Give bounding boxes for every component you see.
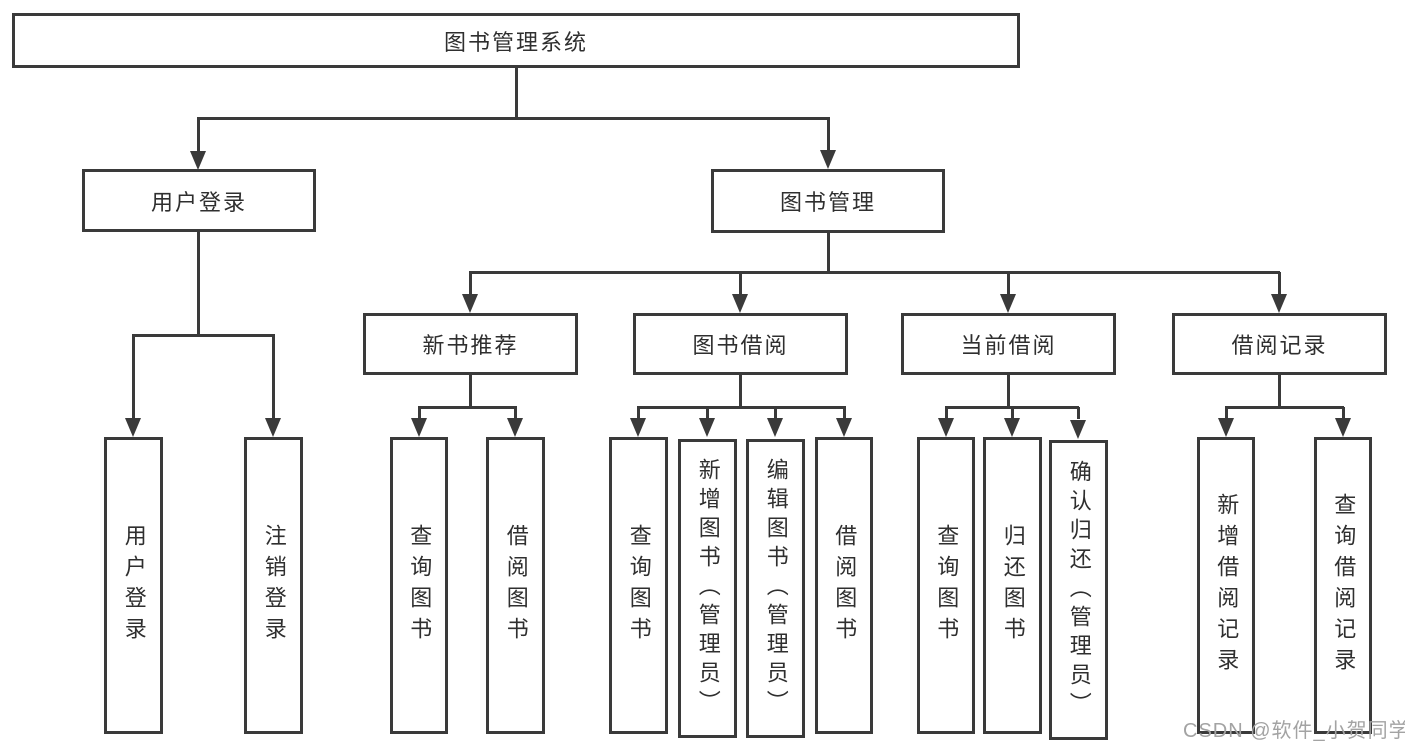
node-label: 图书管理系统 [443, 29, 588, 55]
node-add-books-admin: 新增图书（管理员） [678, 439, 737, 738]
connector-line [827, 233, 830, 272]
connector-line [1278, 375, 1281, 408]
node-book-borrowing: 图书借阅 [633, 313, 848, 375]
node-label: 查询图书 [626, 523, 652, 648]
node-logout: 注销登录 [244, 437, 303, 734]
connector-line [1011, 407, 1014, 419]
connector-line [272, 335, 275, 419]
node-label: 借阅记录 [1231, 333, 1328, 358]
node-label: 编辑图书（管理员） [763, 458, 789, 719]
connector-line [1007, 272, 1010, 295]
connector-line [132, 334, 275, 337]
connector-arrow [1000, 294, 1016, 313]
node-label: 用户登录 [150, 189, 247, 215]
connector-line [843, 407, 846, 419]
connector-line [197, 117, 830, 120]
connector-line [469, 375, 472, 408]
node-add-borrow-record: 新增借阅记录 [1197, 437, 1255, 734]
node-new-book-recommendation: 新书推荐 [363, 313, 578, 375]
node-borrowing-records: 借阅记录 [1172, 313, 1387, 375]
connector-line [739, 375, 742, 408]
node-label: 图书管理 [779, 190, 876, 215]
node-label: 新增借阅记录 [1214, 492, 1240, 679]
node-label: 借阅图书 [832, 523, 858, 648]
connector-arrow [699, 418, 715, 437]
connector-arrow [820, 150, 836, 169]
node-library-management-system: 图书管理系统 [12, 13, 1020, 68]
connector-line [1077, 407, 1080, 419]
node-label: 借阅图书 [503, 523, 529, 648]
node-return-books: 归还图书 [983, 437, 1042, 734]
node-label: 新书推荐 [422, 333, 519, 358]
connector-arrow [1218, 418, 1234, 437]
connector-arrow [938, 418, 954, 437]
connector-line [514, 407, 517, 419]
node-borrow-books: 借阅图书 [486, 437, 545, 734]
node-query-borrow-record: 查询借阅记录 [1314, 437, 1372, 734]
connector-arrow [265, 418, 281, 437]
connector-arrow [767, 418, 783, 437]
connector-arrow [190, 151, 206, 170]
connector-arrow [125, 418, 141, 437]
connector-arrow [630, 418, 646, 437]
connector-line [1225, 406, 1344, 409]
node-label: 用户登录 [121, 523, 147, 648]
node-label: 新增图书（管理员） [695, 458, 721, 719]
node-label: 注销登录 [261, 523, 287, 648]
connector-line [1342, 407, 1345, 419]
csdn-watermark: CSDN @软件_小贺同学 [1183, 720, 1405, 742]
connector-arrow [462, 294, 478, 313]
connector-line [774, 407, 777, 419]
connector-line [637, 407, 640, 419]
connector-line [706, 407, 709, 419]
connector-line [469, 271, 1280, 274]
connector-line [1007, 375, 1010, 408]
connector-line [197, 232, 200, 335]
node-label: 查询图书 [934, 523, 960, 648]
connector-arrow [732, 294, 748, 313]
connector-line [469, 272, 472, 295]
node-edit-books-admin: 编辑图书（管理员） [746, 439, 805, 738]
connector-line [637, 406, 846, 409]
node-user-login-leaf: 用户登录 [104, 437, 163, 734]
connector-line [1278, 272, 1281, 295]
connector-line [515, 68, 518, 118]
connector-arrow [1004, 418, 1020, 437]
node-label: 归还图书 [1000, 523, 1026, 648]
connector-arrow [836, 418, 852, 437]
node-label: 图书借阅 [692, 333, 789, 358]
connector-line [827, 118, 830, 151]
connector-line [945, 407, 948, 419]
node-borrow-books: 借阅图书 [815, 437, 873, 734]
connector-line [1225, 407, 1228, 419]
connector-arrow [1271, 294, 1287, 313]
node-label: 确认归还（管理员） [1066, 459, 1092, 721]
node-current-borrowing: 当前借阅 [901, 313, 1116, 375]
node-query-books: 查询图书 [917, 437, 975, 734]
connector-arrow [507, 418, 523, 437]
node-user-login: 用户登录 [82, 169, 316, 232]
connector-arrow [1335, 418, 1351, 437]
connector-arrow [411, 418, 427, 437]
node-label: 当前借阅 [960, 333, 1057, 358]
node-book-management: 图书管理 [711, 169, 945, 233]
node-query-books: 查询图书 [390, 437, 448, 734]
connector-line [418, 407, 421, 419]
connector-line [739, 272, 742, 295]
connector-line [197, 118, 200, 152]
node-label: 查询图书 [407, 523, 433, 648]
connector-line [132, 335, 135, 419]
node-confirm-return-admin: 确认归还（管理员） [1049, 440, 1108, 740]
node-label: 查询借阅记录 [1331, 492, 1357, 679]
node-query-books: 查询图书 [609, 437, 668, 734]
connector-line [418, 406, 517, 409]
connector-arrow [1070, 420, 1086, 439]
